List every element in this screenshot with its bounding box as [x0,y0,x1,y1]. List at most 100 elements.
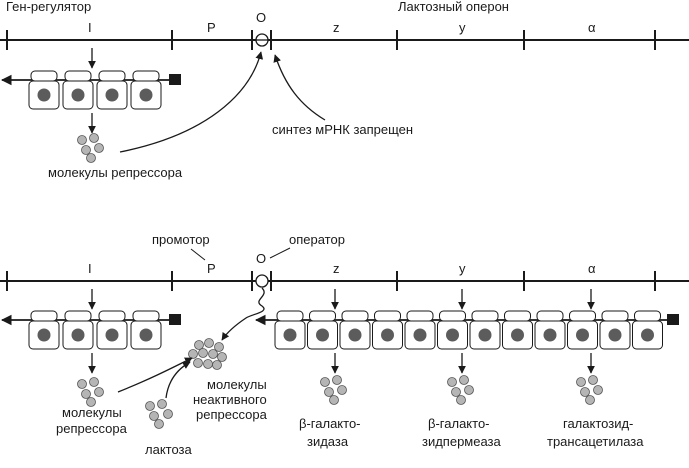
inactive-label-line2: неактивного [193,392,267,407]
enzyme-molecule-icon [337,385,347,395]
mrna-blocked-arrow [273,54,326,121]
repressor-to-inactive-arrow [117,357,193,393]
lactose-molecule-icon [163,409,173,419]
enzyme-molecule-icon [451,387,461,397]
gene-O-label: O [256,10,266,25]
enzyme-molecule-icon [593,385,603,395]
ribosome-icon [130,70,162,110]
repressor-molecule-icon [86,153,96,163]
mrna-end-marker-icon [169,314,181,325]
bottom-panel: промотор оператор I P O z y α [0,232,689,457]
transacetylase-cluster [576,375,603,405]
top-panel: Ген-регулятор Лактозный оперон I P O z y… [0,0,689,180]
inactive-repressor-icon [204,338,214,348]
lactose-molecule-icon [145,401,155,411]
product-y-line2: зидпермеаза [422,434,502,449]
product-alpha-line2: трансацетилаза [547,434,644,449]
repressor-molecule-icon [77,379,87,389]
gene-I-label-2: I [88,261,92,276]
ribosome-icon [28,310,60,350]
enzyme-molecule-icon [580,387,590,397]
repressor-binding-arrow [119,51,264,153]
top-dna-line [0,30,689,50]
ribosome-icon [96,310,128,350]
repressor-bound-operator-icon [255,33,269,47]
gene-y-label: y [459,20,466,35]
inactive-repressor-icon [214,342,224,352]
ribosome-icon [62,310,94,350]
repressor-molecule-icon [86,397,96,407]
ribosome-icon [28,70,60,110]
enzyme-molecule-icon [456,395,466,405]
ribosome-icon [96,70,128,110]
operator-pointer [269,247,291,259]
ribosome-icon [632,310,663,350]
promoter-label: промотор [152,232,210,247]
inactive-label-line3: репрессора [196,407,268,422]
regulator-mrna-2 [0,310,181,350]
ribosome-icon [372,310,403,350]
repressor-label-line2: репрессора [56,421,128,436]
gene-I-label: I [88,20,92,35]
enzyme-molecule-icon [332,375,342,385]
lactose-molecule-icon [157,399,167,409]
ribosome-icon [599,310,631,350]
ribosome-icon [469,310,501,350]
repressor-molecule-icon [81,389,91,399]
repressor-molecules-cluster [77,133,104,163]
inactive-repressor-icon [188,349,198,359]
regulator-mrna [0,70,181,110]
enzyme-molecule-icon [329,395,339,405]
lactose-molecule-icon [149,411,159,421]
mrna-synthesis-blocked-label: синтез мРНК запрещен [272,122,413,137]
ribosome-icon [502,310,533,350]
enzyme-molecule-icon [459,375,469,385]
galactoside-permease-cluster [447,375,474,405]
lactose-to-inactive-arrow [165,361,191,399]
ribosome-icon [274,310,306,350]
ribosome-icon [567,310,598,350]
mrna-end-marker-icon [169,74,181,85]
inactive-repressor-icon [208,349,218,359]
enzyme-molecule-icon [320,377,330,387]
product-alpha-line1: галактозид- [563,416,633,431]
repressor-molecule-icon [81,145,91,155]
enzyme-molecule-icon [324,387,334,397]
beta-galactosidase-cluster [320,375,347,405]
gene-P-label-2: P [207,261,216,276]
bottom-dna-line [0,271,689,291]
ribosome-icon [62,70,94,110]
enzyme-molecule-icon [464,385,474,395]
regulator-gene-label: Ген-регулятор [6,0,91,14]
operon-mrna [254,310,679,350]
repressor-molecule-icon [94,143,104,153]
ribosome-icon [307,310,338,350]
inactive-repressor-icon [212,360,222,370]
inactive-label-line1: молекулы [207,377,267,392]
repressor-molecule-icon [89,377,99,387]
ribosome-icon [534,310,566,350]
product-z-line2: зидаза [307,434,349,449]
gene-y-label-2: y [459,261,466,276]
inactive-repressor-cluster [188,338,227,370]
operator-squiggle-arrow [221,287,265,341]
repressor-molecules-cluster-2 [77,377,104,407]
inactive-repressor-icon [217,352,227,362]
ribosome-icon [404,310,436,350]
gene-P-label: P [207,20,216,35]
repressor-label-line1: молекулы [62,405,122,420]
ribosome-icon [339,310,371,350]
inactive-repressor-icon [198,348,208,358]
gene-alpha-label: α [588,20,596,35]
product-z-line1: β-галакто- [299,416,361,431]
enzyme-molecule-icon [585,395,595,405]
gene-O-label-2: O [256,251,266,266]
enzyme-molecule-icon [588,375,598,385]
lactose-molecules-cluster [145,399,173,429]
mrna-end-marker-icon [667,314,679,325]
lactose-molecule-icon [154,419,164,429]
inactive-repressor-icon [203,359,213,369]
gene-z-label: z [333,20,340,35]
